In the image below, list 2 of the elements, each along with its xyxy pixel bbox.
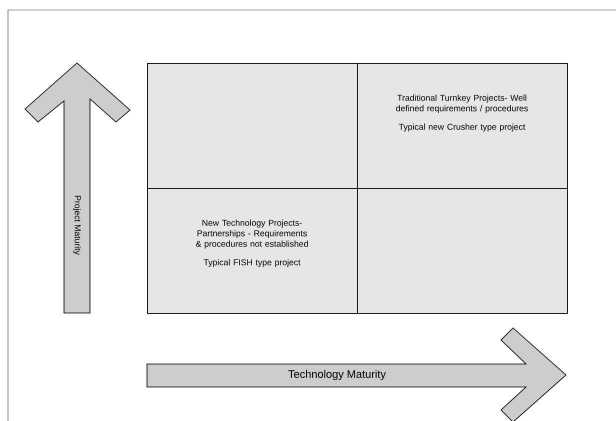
quadrant-cell: New Technology Projects- Partnerships - Requirements & procedures not established Typical FISH type project xyxy=(147,188,358,314)
quadrant-cell: Traditional Turnkey Projects- Well defined requirements / procedures Typical new Crusher type project xyxy=(357,63,568,189)
